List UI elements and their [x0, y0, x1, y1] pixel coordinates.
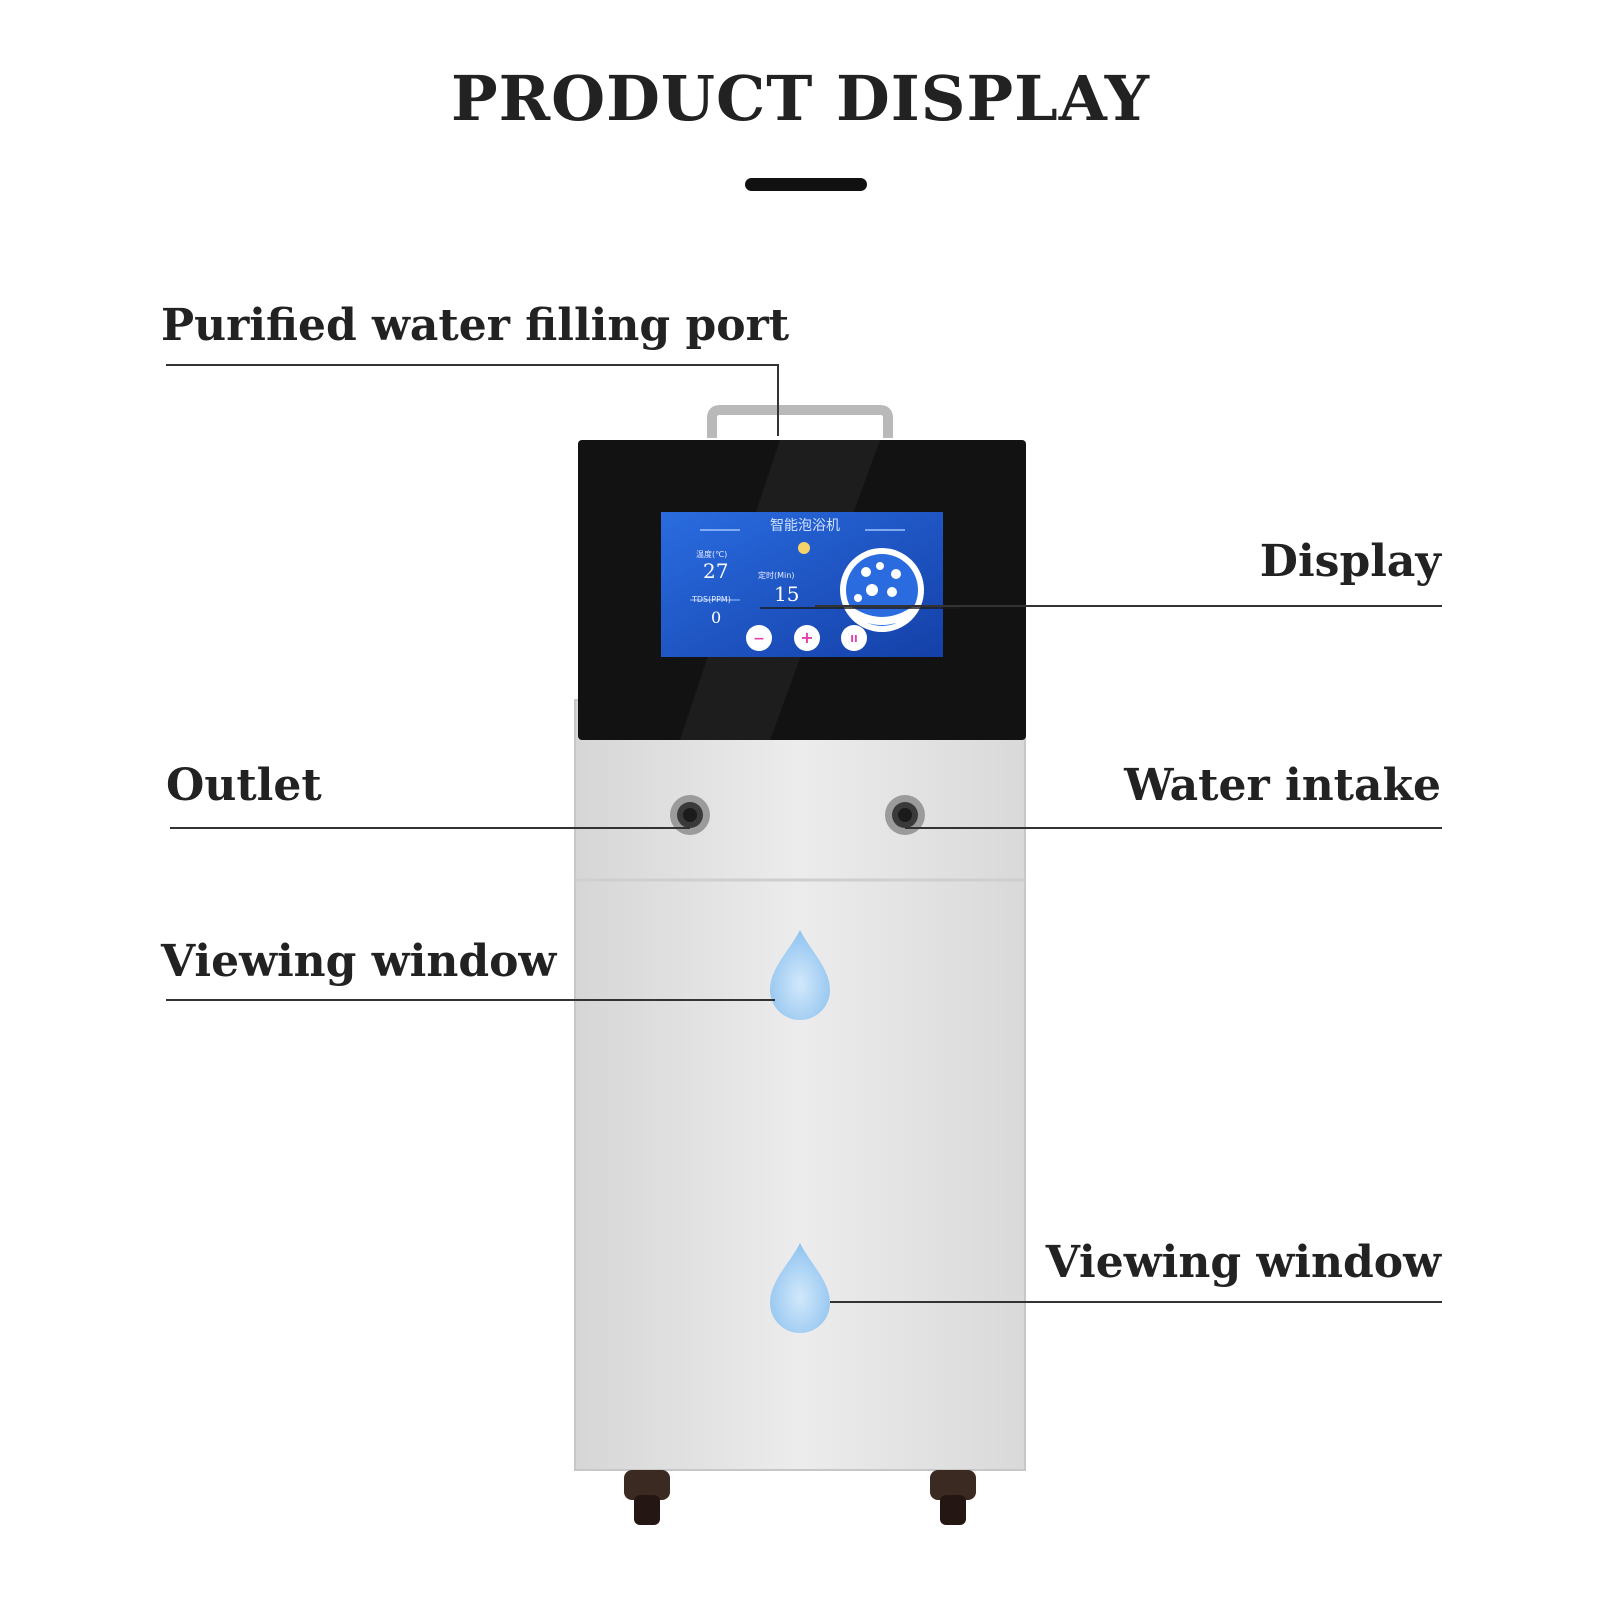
tds-label: TDS(PPM) [691, 595, 731, 604]
water-intake-fitting[interactable] [885, 795, 925, 835]
minus-button[interactable] [746, 625, 772, 651]
viewing-window-left-label: Viewing window [161, 936, 557, 987]
plus-icon: + [800, 628, 813, 647]
title-underline [745, 178, 867, 191]
viewing-window-upper [770, 930, 830, 1020]
page-title: PRODUCT DISPLAY [450, 62, 1151, 135]
temp-value: 27 [703, 559, 728, 583]
handle[interactable] [707, 405, 893, 438]
water-intake-label: Water intake [1124, 760, 1441, 811]
machine-body [574, 699, 1026, 1471]
leader-lines [166, 364, 1442, 1303]
screen-title: 智能泡浴机 [770, 518, 840, 534]
filling-port-label: Purified water filling port [161, 300, 790, 351]
pause-icon: II [850, 634, 857, 645]
timer-label: 定时(Min) [758, 570, 794, 580]
display-label: Display [1259, 536, 1441, 587]
viewing-window-right-label: Viewing window [1045, 1237, 1441, 1288]
tds-value: 0 [711, 608, 721, 627]
outlet-label: Outlet [166, 760, 322, 811]
filling-port-leader [166, 364, 779, 436]
plus-button[interactable] [794, 625, 820, 651]
temp-label: 温度(℃) [696, 549, 727, 559]
pause-button[interactable] [841, 625, 867, 651]
outlet-fitting[interactable] [670, 795, 710, 835]
left-wheel [624, 1470, 670, 1525]
right-wheel [930, 1470, 976, 1525]
timer-value: 15 [774, 582, 799, 606]
minus-icon: − [753, 631, 765, 647]
viewing-window-lower [770, 1243, 830, 1333]
